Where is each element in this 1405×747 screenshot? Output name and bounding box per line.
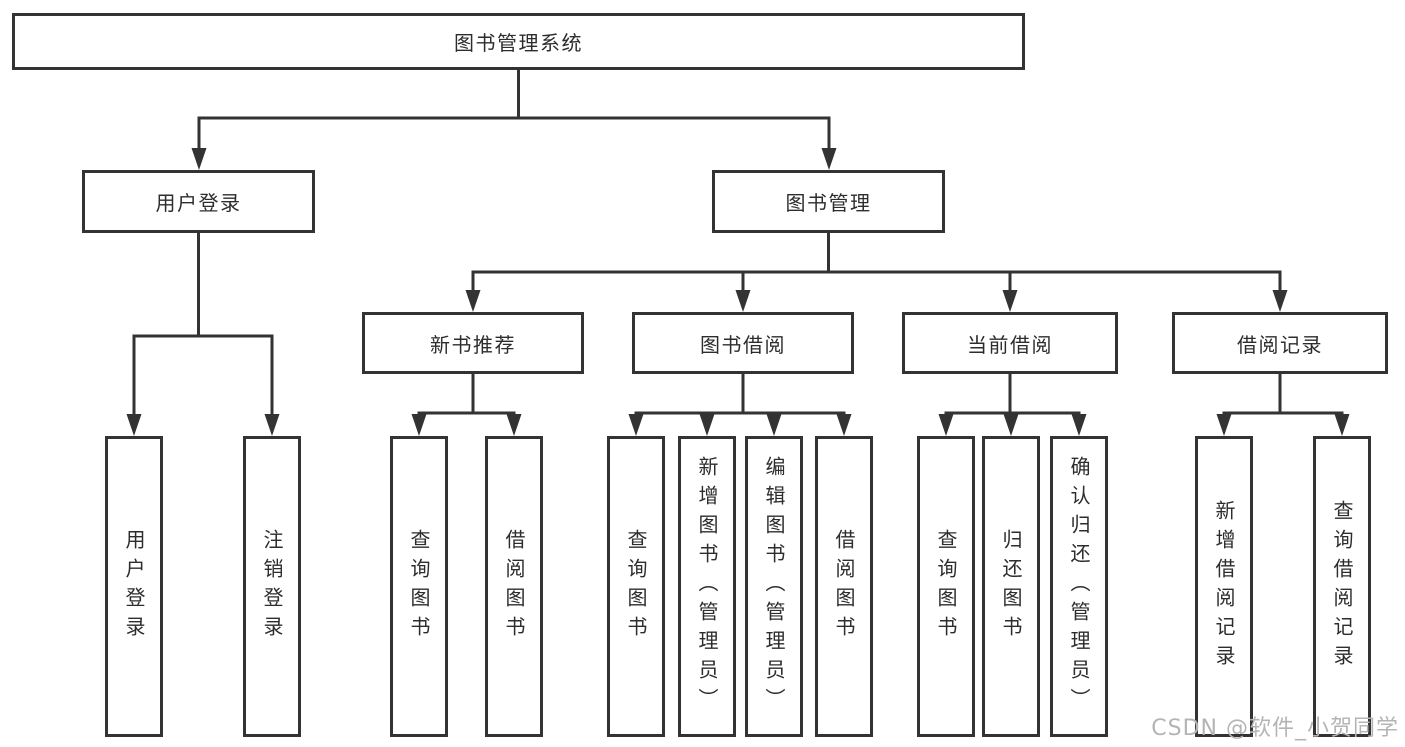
leaf-label: 归还图书: [999, 528, 1023, 645]
leaf-label: 借阅图书: [832, 528, 856, 645]
node-label: 图书借阅: [700, 332, 786, 357]
node-label: 用户登录: [155, 191, 242, 215]
leaf-query-books-borrow: 查询图书: [607, 436, 665, 737]
node-label: 当前借阅: [967, 332, 1053, 357]
leaf-label: 确认归还（管理员）: [1067, 456, 1091, 717]
leaf-user-login: 用户登录: [105, 436, 163, 737]
leaf-query-borrow-record: 查询借阅记录: [1313, 436, 1371, 737]
leaf-edit-books-admin: 编辑图书（管理员）: [745, 436, 803, 737]
leaf-label: 新增图书（管理员）: [695, 456, 719, 717]
node-library-management-system: 图书管理系统: [12, 13, 1025, 70]
leaf-label: 查询图书: [624, 528, 648, 645]
leaf-borrow-books-recommend: 借阅图书: [485, 436, 543, 737]
leaf-label: 查询图书: [407, 528, 431, 645]
node-label: 图书管理系统: [454, 31, 583, 55]
leaf-label: 编辑图书（管理员）: [762, 456, 786, 717]
leaf-add-books-admin: 新增图书（管理员）: [678, 436, 736, 737]
leaf-confirm-return-admin: 确认归还（管理员）: [1050, 436, 1108, 737]
node-label: 新书推荐: [430, 332, 516, 357]
node-book-management: 图书管理: [712, 170, 945, 233]
node-new-book-recommend: 新书推荐: [362, 312, 584, 374]
leaf-logout: 注销登录: [243, 436, 301, 737]
leaf-label: 注销登录: [260, 528, 284, 645]
leaf-label: 查询图书: [934, 528, 958, 645]
node-current-borrowing: 当前借阅: [902, 312, 1118, 374]
leaf-add-borrow-record: 新增借阅记录: [1195, 436, 1253, 737]
leaf-label: 查询借阅记录: [1330, 499, 1354, 674]
leaf-label: 借阅图书: [502, 528, 526, 645]
node-borrowing-records: 借阅记录: [1172, 312, 1388, 374]
leaf-query-books-recommend: 查询图书: [390, 436, 448, 737]
node-user-login: 用户登录: [82, 170, 315, 233]
leaf-label: 用户登录: [122, 528, 146, 645]
leaf-query-books-current: 查询图书: [917, 436, 975, 737]
leaf-return-books: 归还图书: [982, 436, 1040, 737]
node-book-borrowing: 图书借阅: [632, 312, 854, 374]
leaf-label: 新增借阅记录: [1212, 499, 1236, 674]
leaf-borrow-books: 借阅图书: [815, 436, 873, 737]
node-label: 借阅记录: [1237, 332, 1323, 357]
csdn-watermark: CSDN @软件_小贺同学: [1151, 716, 1399, 741]
node-label: 图书管理: [785, 191, 872, 215]
